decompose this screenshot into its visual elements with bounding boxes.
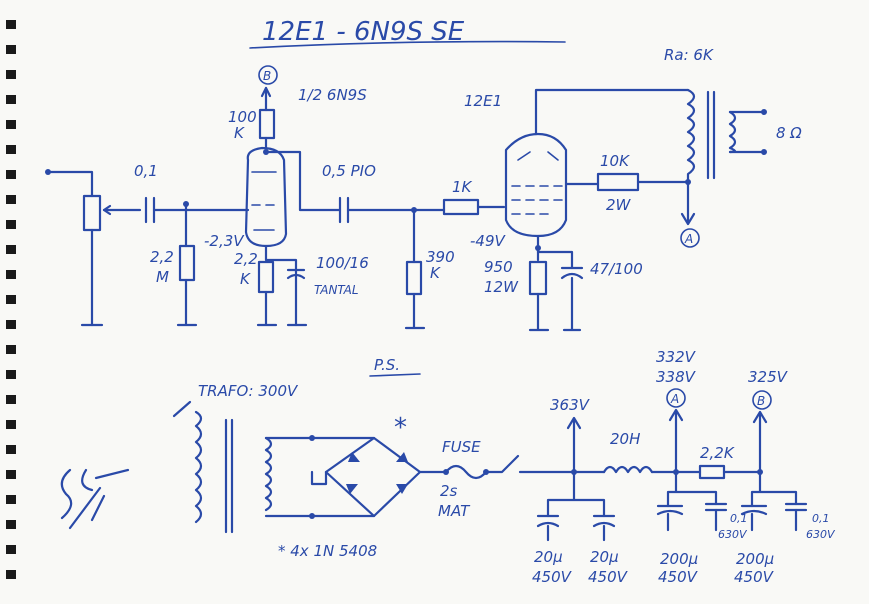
label-r10k: 10K bbox=[600, 152, 630, 170]
title-underline bbox=[249, 40, 566, 49]
choke-20h bbox=[602, 465, 654, 474]
label-b-top: B bbox=[263, 69, 271, 83]
label-ps: P.S. bbox=[374, 356, 400, 374]
volume-pot bbox=[82, 194, 102, 232]
label-v332: 332V bbox=[656, 348, 697, 366]
label-c4-b: 450V bbox=[734, 568, 775, 586]
cathode-bypass-cap bbox=[286, 268, 306, 280]
label-star: * bbox=[394, 413, 407, 443]
label-c1-b: 450V bbox=[532, 568, 573, 586]
label-c100-16: 100/16 bbox=[316, 254, 369, 272]
label-a-amp: A bbox=[684, 232, 693, 246]
binding-holes bbox=[6, 20, 16, 579]
label-c2-a: 20μ bbox=[590, 548, 619, 566]
ot-core bbox=[706, 90, 716, 180]
label-c05: 0,5 PIO bbox=[322, 162, 376, 180]
label-v-neg49: -49V bbox=[470, 232, 506, 250]
bridge-rectifier bbox=[324, 436, 422, 518]
pentode-plate bbox=[517, 151, 559, 161]
screen-resistor-10k bbox=[596, 172, 640, 192]
label-fuse-a: 2s bbox=[440, 482, 458, 500]
coupling-cap-01 bbox=[144, 196, 156, 224]
label-r22k-a: 2,2 bbox=[234, 250, 258, 268]
plate-resistor-100k bbox=[258, 108, 276, 140]
label-fuse: FUSE bbox=[442, 438, 481, 456]
label-r22k-b: K bbox=[240, 270, 251, 288]
ot-primary bbox=[686, 88, 696, 186]
label-r100k-b: K bbox=[234, 124, 245, 142]
label-12e1: 12E1 bbox=[464, 92, 502, 110]
label-v325: 325V bbox=[748, 368, 789, 386]
label-c5-a: 0,1 bbox=[730, 512, 748, 525]
mains-secondary bbox=[264, 436, 273, 512]
label-c6-b: 630V bbox=[806, 528, 836, 541]
label-c5-b: 630V bbox=[718, 528, 748, 541]
label-fuse-b: MAT bbox=[438, 502, 471, 520]
label-r10k-w: 2W bbox=[606, 196, 632, 214]
label-b-ps: B bbox=[757, 394, 765, 408]
label-c3-b: 450V bbox=[658, 568, 699, 586]
mains-core bbox=[224, 418, 234, 534]
input-stage: 0,1 2,2 M B 100 K 1/2 6N9S -2,3V 2,2 K bbox=[45, 65, 506, 330]
label-c47-100: 47/100 bbox=[590, 260, 643, 278]
label-c3-a: 200μ bbox=[660, 550, 698, 568]
label-c4-a: 200μ bbox=[736, 550, 774, 568]
label-a-ps: A bbox=[670, 392, 679, 406]
label-half-6n9s: 1/2 6N9S bbox=[298, 86, 367, 104]
pentode-12e1 bbox=[504, 132, 568, 238]
label-r100k-a: 100 bbox=[228, 108, 257, 126]
filter-cap-3 bbox=[656, 504, 684, 516]
cathode-resistor-22k bbox=[257, 260, 275, 294]
triode-6n9s bbox=[244, 146, 288, 248]
grid-resistor-22m bbox=[178, 244, 196, 282]
label-v363: 363V bbox=[550, 396, 591, 414]
ot-secondary bbox=[728, 110, 737, 154]
grid-resistor-390k bbox=[405, 260, 423, 296]
label-v-neg23: -2,3V bbox=[204, 232, 245, 250]
node-b-top bbox=[258, 65, 278, 85]
output-stage: 12E1 10K 2W -49V 950 12W 47/100 8 Ω Ra: … bbox=[464, 46, 802, 332]
cathode-bypass-cap-47 bbox=[560, 266, 584, 280]
node-b-ps bbox=[752, 390, 772, 410]
label-trafo: TRAFO: 300V bbox=[198, 382, 299, 400]
label-choke: 20H bbox=[610, 430, 640, 448]
filter-cap-2 bbox=[592, 514, 616, 528]
label-r22m-a: 2,2 bbox=[150, 248, 174, 266]
label-r390k-b: K bbox=[430, 264, 441, 282]
power-supply: P.S. TRAFO: 300V * * 4x 1N 5408 FUSE 2s … bbox=[172, 348, 836, 586]
label-c1-a: 20μ bbox=[534, 548, 563, 566]
label-r950-b: 12W bbox=[484, 278, 519, 296]
label-diodes: * 4x 1N 5408 bbox=[278, 542, 377, 560]
signature bbox=[60, 468, 130, 530]
label-ra: Ra: 6K bbox=[664, 46, 714, 64]
label-c01: 0,1 bbox=[134, 162, 158, 180]
node-a-amp bbox=[680, 228, 700, 248]
label-r22k-ps: 2,2K bbox=[700, 444, 735, 462]
ps-resistor-22k bbox=[698, 464, 726, 480]
filter-cap-4 bbox=[740, 504, 768, 516]
label-r22m-b: M bbox=[156, 268, 169, 286]
label-c2-b: 450V bbox=[588, 568, 629, 586]
label-tantal: TANTAL bbox=[314, 283, 359, 297]
node-a-ps bbox=[666, 388, 686, 408]
label-c6-a: 0,1 bbox=[812, 512, 830, 525]
cathode-resistor-950 bbox=[528, 260, 548, 296]
label-r950-a: 950 bbox=[484, 258, 513, 276]
mains-primary bbox=[194, 410, 203, 524]
label-spk: 8 Ω bbox=[776, 124, 802, 142]
filter-cap-1 bbox=[536, 514, 560, 528]
label-r1k: 1K bbox=[452, 178, 473, 196]
coupling-cap-05 bbox=[338, 196, 350, 224]
grid-stopper-1k bbox=[442, 198, 480, 216]
label-v338: 338V bbox=[656, 368, 697, 386]
label-r390k-a: 390 bbox=[426, 248, 455, 266]
fuse bbox=[444, 464, 488, 480]
